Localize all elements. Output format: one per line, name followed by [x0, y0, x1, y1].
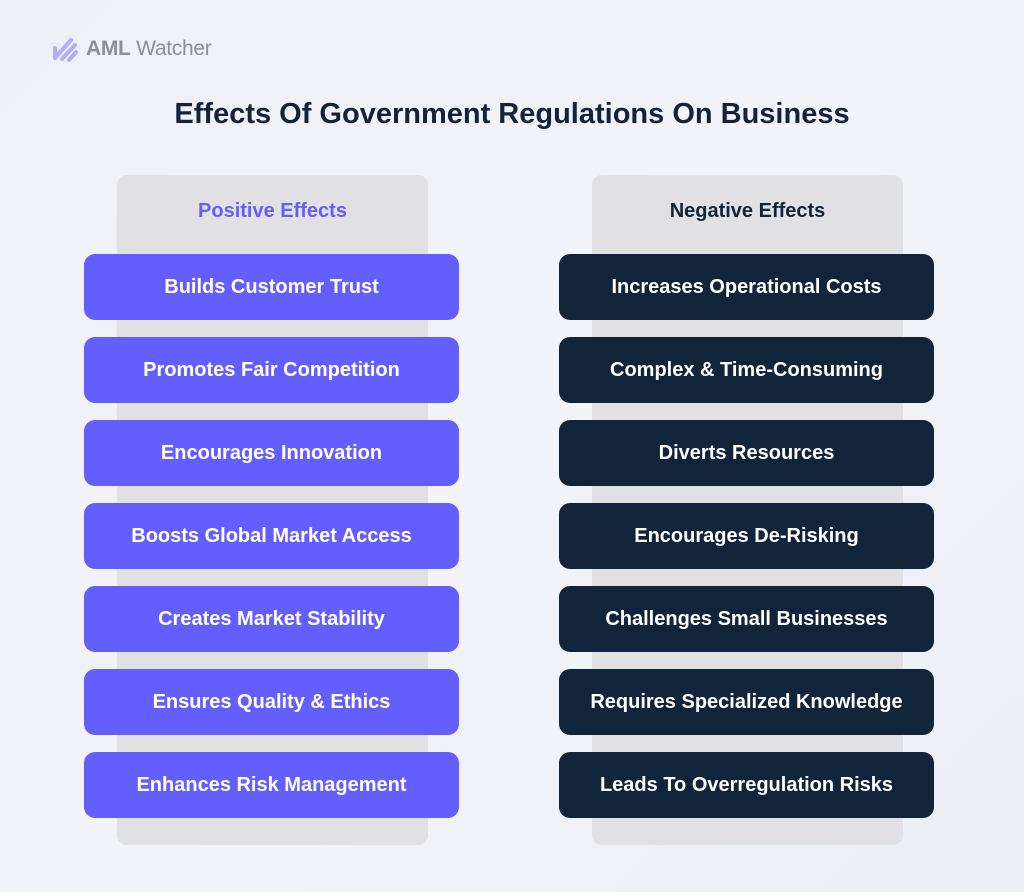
negative-effect-card: Leads To Overregulation Risks	[559, 752, 934, 818]
page-title: Effects Of Government Regulations On Bus…	[174, 98, 850, 130]
negative-effect-card: Diverts Resources	[559, 420, 934, 486]
positive-effect-card: Promotes Fair Competition	[84, 337, 459, 403]
positive-effect-card: Builds Customer Trust	[84, 254, 459, 320]
negative-effect-card: Complex & Time-Consuming	[559, 337, 934, 403]
brand-logo: AML Watcher	[52, 36, 212, 62]
negative-effect-card: Encourages De-Risking	[559, 503, 934, 569]
negative-heading: Negative Effects	[669, 200, 826, 222]
positive-heading: Positive Effects	[198, 200, 347, 222]
positive-effect-card: Encourages Innovation	[84, 420, 459, 486]
brand-name-rest: Watcher	[130, 37, 212, 60]
positive-effect-card: Boosts Global Market Access	[84, 503, 459, 569]
positive-effect-card: Ensures Quality & Ethics	[84, 669, 459, 735]
positive-effect-card: Enhances Risk Management	[84, 752, 459, 818]
negative-effect-card: Requires Specialized Knowledge	[559, 669, 934, 735]
negative-effect-card: Increases Operational Costs	[559, 254, 934, 320]
brand-name-bold: AML	[86, 37, 131, 60]
negative-effect-card: Challenges Small Businesses	[559, 586, 934, 652]
positive-effect-card: Creates Market Stability	[84, 586, 459, 652]
logo-icon	[53, 38, 78, 62]
